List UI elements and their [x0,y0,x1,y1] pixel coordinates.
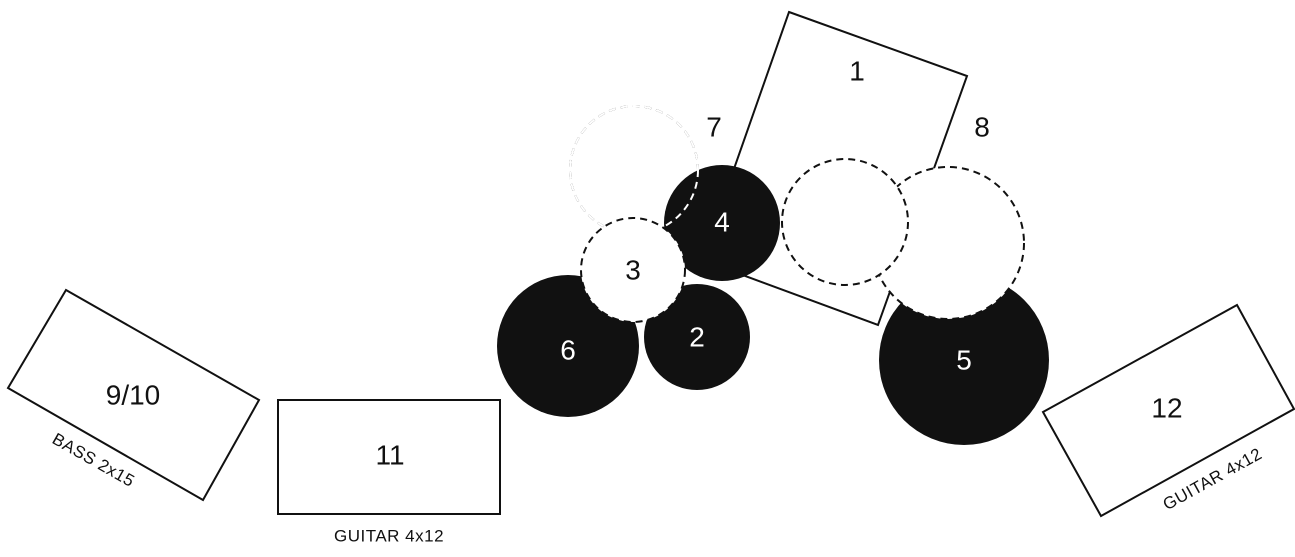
dashed-circle-inner [781,158,909,286]
dashed-circle-7-number: 7 [706,111,722,142]
drum-riser-number: 1 [849,55,865,86]
dashed-circle-8-shape [871,166,1025,320]
dashed-circle-3: 3 [580,217,686,323]
filled-circle-4-number: 4 [714,206,730,237]
filled-circle-6-number: 6 [560,334,576,365]
dashed-circle-3-shape [580,217,686,323]
guitar-cabinet-left-box [277,399,501,515]
bass-cabinet-number: 9/10 [106,379,161,410]
filled-circle-2-number: 2 [689,321,705,352]
filled-circle-2-shape [644,284,750,390]
filled-circle-5-shape [879,275,1049,445]
guitar-cabinet-right-box [1041,303,1295,518]
bass-cabinet-box [6,288,261,502]
filled-circle-5: 5 [879,275,1049,445]
guitar-cabinet-right-number: 12 [1151,392,1182,423]
guitar-cabinet-right: 12 GUITAR 4x12 [1041,303,1295,518]
dashed-circle-3-number: 3 [625,254,641,285]
filled-circle-2: 2 [644,284,750,390]
dashed-circle-inner-shape [781,158,909,286]
dashed-circle-8-number: 8 [974,111,990,142]
filled-circle-5-number: 5 [956,344,972,375]
bass-cabinet: 9/10 BASS 2x15 [6,288,261,502]
guitar-cabinet-left-number: 11 [375,439,404,470]
guitar-cabinet-left-caption: GUITAR 4x12 [334,526,444,545]
dashed-circle-8: 8 [871,111,1025,320]
guitar-cabinet-left: 11 GUITAR 4x12 [277,399,501,545]
